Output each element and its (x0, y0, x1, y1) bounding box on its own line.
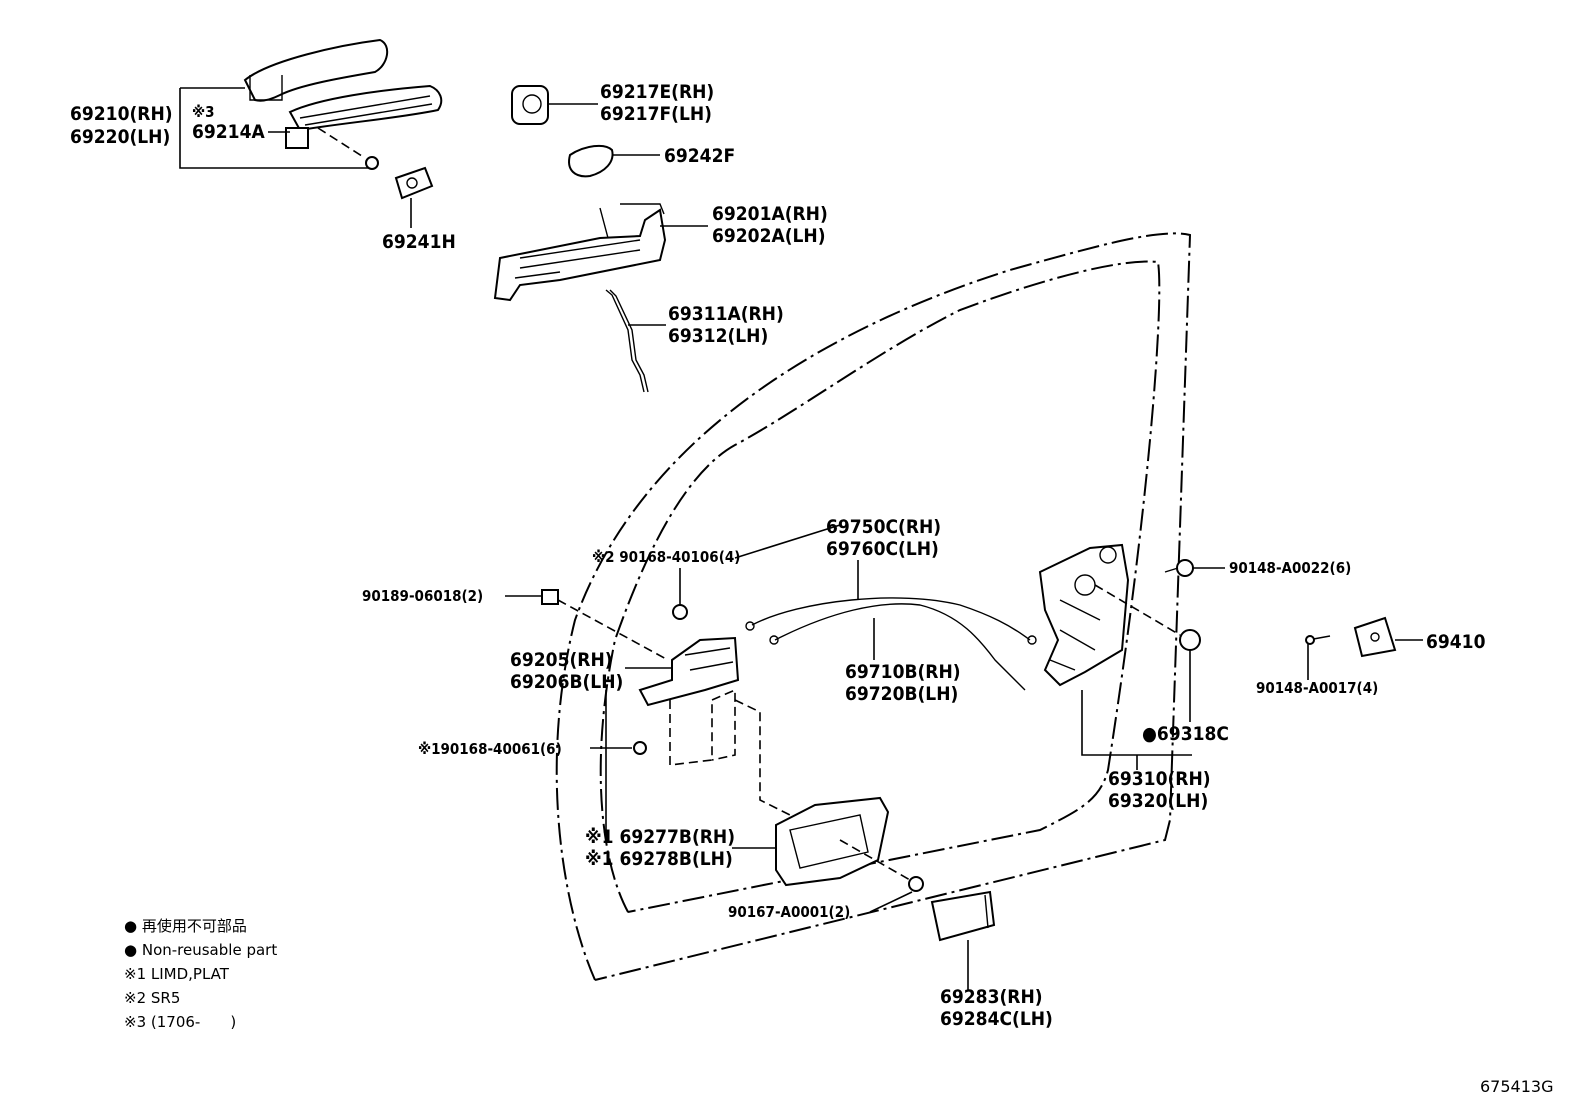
label-69720B: 69720B(LH) (845, 683, 958, 705)
label-69201A: 69201A(RH) (712, 203, 828, 225)
door-striker-69410 (1353, 616, 1397, 658)
door-outline (555, 232, 1192, 981)
screw-icon (672, 604, 688, 620)
screw-icon (365, 156, 379, 170)
label-note3: ※3 (192, 103, 215, 121)
diagram-code: 675413G (1480, 1077, 1553, 1096)
label-69283: 69283(RH) (940, 986, 1043, 1008)
label-69710B: 69710B(RH) (845, 661, 961, 683)
label-90168-40061: ※190168-40061(6) (418, 740, 562, 758)
label-90148-A0022: 90148-A0022(6) (1229, 559, 1351, 577)
clip-icon (541, 589, 559, 605)
inside-door-handle-69205 (638, 636, 740, 766)
legend-note2: ※2 SR5 (124, 989, 180, 1007)
lock-rod-69311A (605, 289, 649, 393)
legend-note1: ※1 LIMD,PLAT (124, 965, 230, 983)
label-69278B: ※1 69278B(LH) (585, 848, 733, 870)
screw-shank (1164, 567, 1179, 573)
lock-cylinder-cap-69217E (511, 85, 549, 125)
cover-69283 (930, 890, 996, 942)
handle-bezel-69277B (775, 796, 890, 887)
label-69220: 69220(LH) (70, 126, 170, 148)
gasket-69242F (568, 144, 614, 178)
label-69217E: 69217E(RH) (600, 81, 714, 103)
label-69320: 69320(LH) (1108, 790, 1208, 812)
label-69205: 69205(RH) (510, 649, 613, 671)
label-69312: 69312(LH) (668, 325, 768, 347)
screw-icon (1176, 559, 1194, 577)
label-69206B: 69206B(LH) (510, 671, 623, 693)
label-69242F: 69242F (664, 145, 735, 167)
label-69277B: ※1 69277B(RH) (585, 826, 735, 848)
leader-69210 (179, 87, 372, 169)
label-90168-40106: ※2 90168-40106(4) (592, 548, 740, 566)
legend-note3: ※3 (1706- ) (124, 1013, 236, 1031)
label-69214A: 69214A (192, 121, 265, 143)
label-69210: 69210(RH) (70, 103, 173, 125)
dash-handle-bezel (734, 699, 791, 816)
outer-handle-frame-69201A (493, 203, 667, 302)
label-69750C: 69750C(RH) (826, 516, 941, 538)
outer-door-handle (243, 38, 443, 149)
grommet-icon (1179, 629, 1201, 651)
label-69318C: ●69318C (1142, 723, 1229, 745)
handle-cap-69241H (394, 166, 434, 200)
label-69217F: 69217F(LH) (600, 103, 712, 125)
leader-69750C-left (734, 524, 841, 559)
label-69311A: 69311A(RH) (668, 303, 784, 325)
label-90167: 90167-A0001(2) (728, 903, 850, 921)
label-69310: 69310(RH) (1108, 768, 1211, 790)
legend-nonreusable-en: ● Non-reusable part (124, 941, 277, 959)
label-69202A: 69202A(LH) (712, 225, 826, 247)
dash-screw-69214A (317, 127, 366, 159)
dash-69318C (1094, 584, 1181, 636)
label-90148-A0017: 90148-A0017(4) (1256, 679, 1378, 697)
screw-icon (633, 741, 647, 755)
door-lock-cables (745, 597, 1037, 691)
dash-clip (557, 599, 669, 661)
screw-icon (1305, 635, 1315, 645)
legend: ● 再使用不可部品 ● Non-reusable part ※1 LIMD,PL… (124, 917, 277, 1031)
leader-90167 (869, 891, 913, 913)
leader-69310 (1081, 690, 1192, 756)
screw-icon (908, 876, 924, 892)
label-69241H: 69241H (382, 231, 456, 253)
label-69410: 69410 (1426, 631, 1486, 653)
label-69760C: 69760C(LH) (826, 538, 939, 560)
door-lock-assembly-69310 (1038, 543, 1130, 687)
label-90189: 90189-06018(2) (362, 587, 483, 605)
legend-nonreusable-jp: ● 再使用不可部品 (124, 917, 247, 935)
label-69284C: 69284C(LH) (940, 1008, 1053, 1030)
